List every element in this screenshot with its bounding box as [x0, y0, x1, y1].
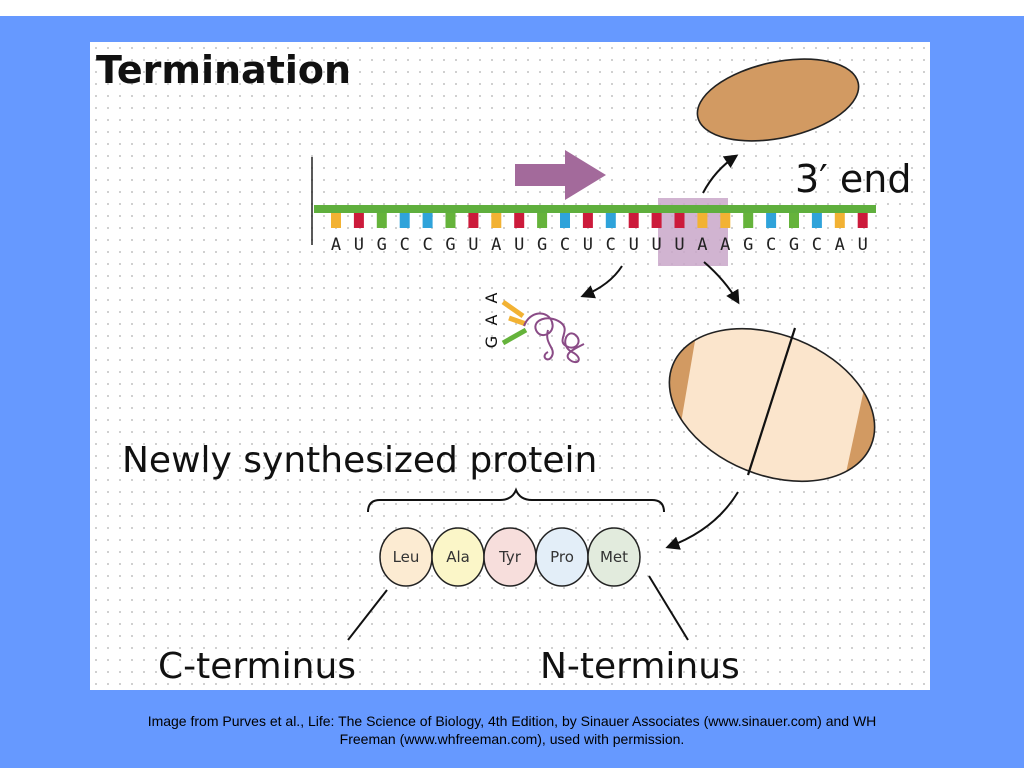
base-tick-0: [331, 213, 341, 228]
released-trna: GAA: [482, 292, 585, 364]
base-letter-16: A: [697, 235, 707, 255]
base-letter-8: U: [514, 235, 524, 255]
n-terminus-pointer: [648, 575, 689, 641]
base-tick-4: [422, 213, 433, 228]
base-letter-6: U: [468, 235, 478, 255]
trna-arm-green: [501, 327, 528, 346]
base-letter-0: A: [331, 235, 341, 255]
protein-label: Newly synthesized protein: [122, 440, 597, 481]
base-letter-17: A: [720, 235, 730, 255]
base-tick-22: [834, 213, 845, 228]
base-letter-3: C: [400, 235, 410, 255]
base-letter-11: U: [583, 235, 593, 255]
base-letter-22: A: [835, 235, 845, 255]
anticodon-letter-0: G: [482, 336, 501, 348]
base-tick-21: [811, 213, 822, 228]
amino-acid-bead: [587, 527, 641, 587]
small-subunit-release-arrow: [702, 154, 739, 194]
base-tick-17: [720, 213, 731, 228]
base-tick-3: [399, 213, 410, 228]
base-letter-4: C: [422, 235, 432, 255]
base-letter-10: C: [560, 235, 570, 255]
base-tick-7: [491, 213, 502, 228]
base-tick-14: [651, 213, 662, 228]
amino-acid-label: Ala: [446, 548, 470, 566]
base-letter-14: U: [651, 235, 661, 255]
base-letter-15: U: [674, 235, 684, 255]
base-tick-13: [628, 213, 639, 228]
anticodon-letter-2: A: [482, 292, 501, 303]
amino-acid-label: Tyr: [498, 548, 522, 566]
caption-line-2: Freeman (www.whfreeman.com), used with p…: [339, 731, 685, 747]
base-letter-23: U: [858, 235, 868, 255]
base-tick-10: [560, 213, 570, 228]
mrna-backbone: [314, 205, 876, 213]
base-tick-9: [537, 213, 548, 228]
amino-acid-leu: Leu: [379, 527, 433, 587]
base-letter-21: C: [812, 235, 822, 255]
amino-acid-label: Pro: [550, 548, 574, 566]
amino-acid-label: Met: [600, 548, 628, 566]
base-letter-5: G: [445, 235, 455, 255]
amino-acid-tyr: Tyr: [483, 527, 537, 587]
base-tick-12: [605, 213, 616, 228]
trna-squiggle: [523, 312, 585, 364]
base-tick-2: [376, 213, 387, 228]
protein-release-arrow: [665, 491, 739, 550]
amino-acid-pro: Pro: [535, 527, 589, 587]
base-letter-20: G: [789, 235, 799, 255]
base-tick-6: [468, 213, 479, 228]
base-letter-1: U: [354, 235, 364, 255]
base-tick-19: [766, 213, 777, 228]
small-ribosome-subunit: [696, 58, 860, 142]
base-letter-13: U: [629, 235, 639, 255]
base-tick-16: [697, 213, 708, 228]
trna-arm-orange-2: [508, 315, 527, 327]
trna-arm-orange-1: [501, 299, 525, 319]
trna-anticodon: GAA: [482, 292, 501, 348]
base-letter-2: G: [377, 235, 387, 255]
base-letter-19: C: [766, 235, 776, 255]
three-prime-end-label: 3′ end: [795, 157, 911, 201]
caption-line-1: Image from Purves et al., Life: The Scie…: [147, 713, 877, 729]
large-subunit-release-arrow: [703, 261, 740, 305]
diagram-title: Termination: [96, 48, 351, 92]
base-letter-9: G: [537, 235, 547, 255]
base-tick-15: [674, 213, 685, 228]
amino-acid-ala: Ala: [431, 527, 485, 587]
amino-acid-met: Met: [587, 527, 641, 587]
amino-acid-chain: Leu Ala Tyr Pro Met: [379, 527, 641, 587]
n-terminus-label: N-terminus: [540, 646, 740, 687]
base-tick-1: [353, 213, 364, 228]
image-credit-caption: Image from Purves et al., Life: The Scie…: [40, 712, 984, 748]
c-terminus-label: C-terminus: [158, 646, 356, 687]
base-letter-7: A: [491, 235, 501, 255]
base-tick-8: [514, 213, 525, 228]
top-strip: [0, 0, 1024, 16]
ribosome-divider: [746, 327, 797, 476]
base-tick-20: [789, 213, 799, 228]
amino-acid-label: Leu: [393, 548, 420, 566]
base-tick-5: [445, 213, 456, 228]
base-tick-23: [857, 213, 868, 228]
base-letter-18: G: [743, 235, 753, 255]
protein-bracket: [367, 487, 665, 513]
base-tick-18: [743, 213, 754, 228]
base-tick-11: [582, 213, 593, 228]
anticodon-letter-1: A: [482, 314, 501, 325]
c-terminus-pointer: [347, 589, 388, 641]
base-letter-12: C: [606, 235, 616, 255]
direction-arrow: [515, 150, 606, 200]
large-ribosome-subunit: [668, 300, 876, 510]
trna-release-arrow: [580, 265, 623, 299]
